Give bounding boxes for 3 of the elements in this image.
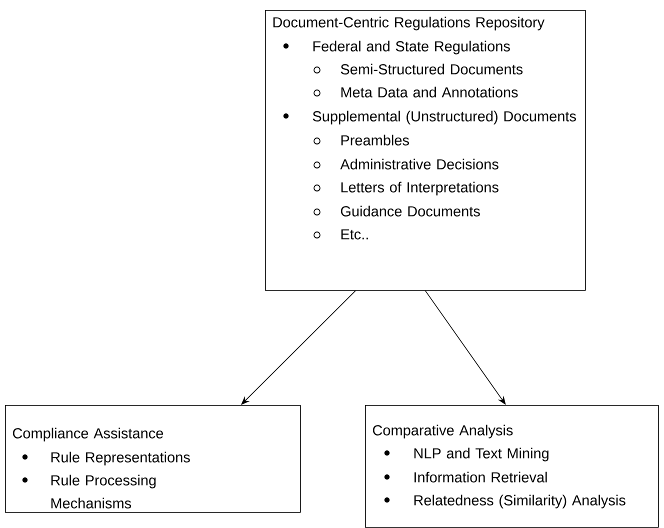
text-box: Compliance Assistance Rule Representations Rule Processing Mechanisms [5,405,301,513]
text-box: Comparative Analysis NLP and Text Mining Information Retrieval Relatedness (Similarity) Analysis [365,405,659,528]
text-box: Document-Centric Regulations Repository Federal and State Regulations Semi-Structured Documents Meta Data and Annotations Supplemental (Unstructured) Documents Preambles Administrative Decisions Letters of Interpretations Guidance Documents Etc.. [265,10,586,291]
